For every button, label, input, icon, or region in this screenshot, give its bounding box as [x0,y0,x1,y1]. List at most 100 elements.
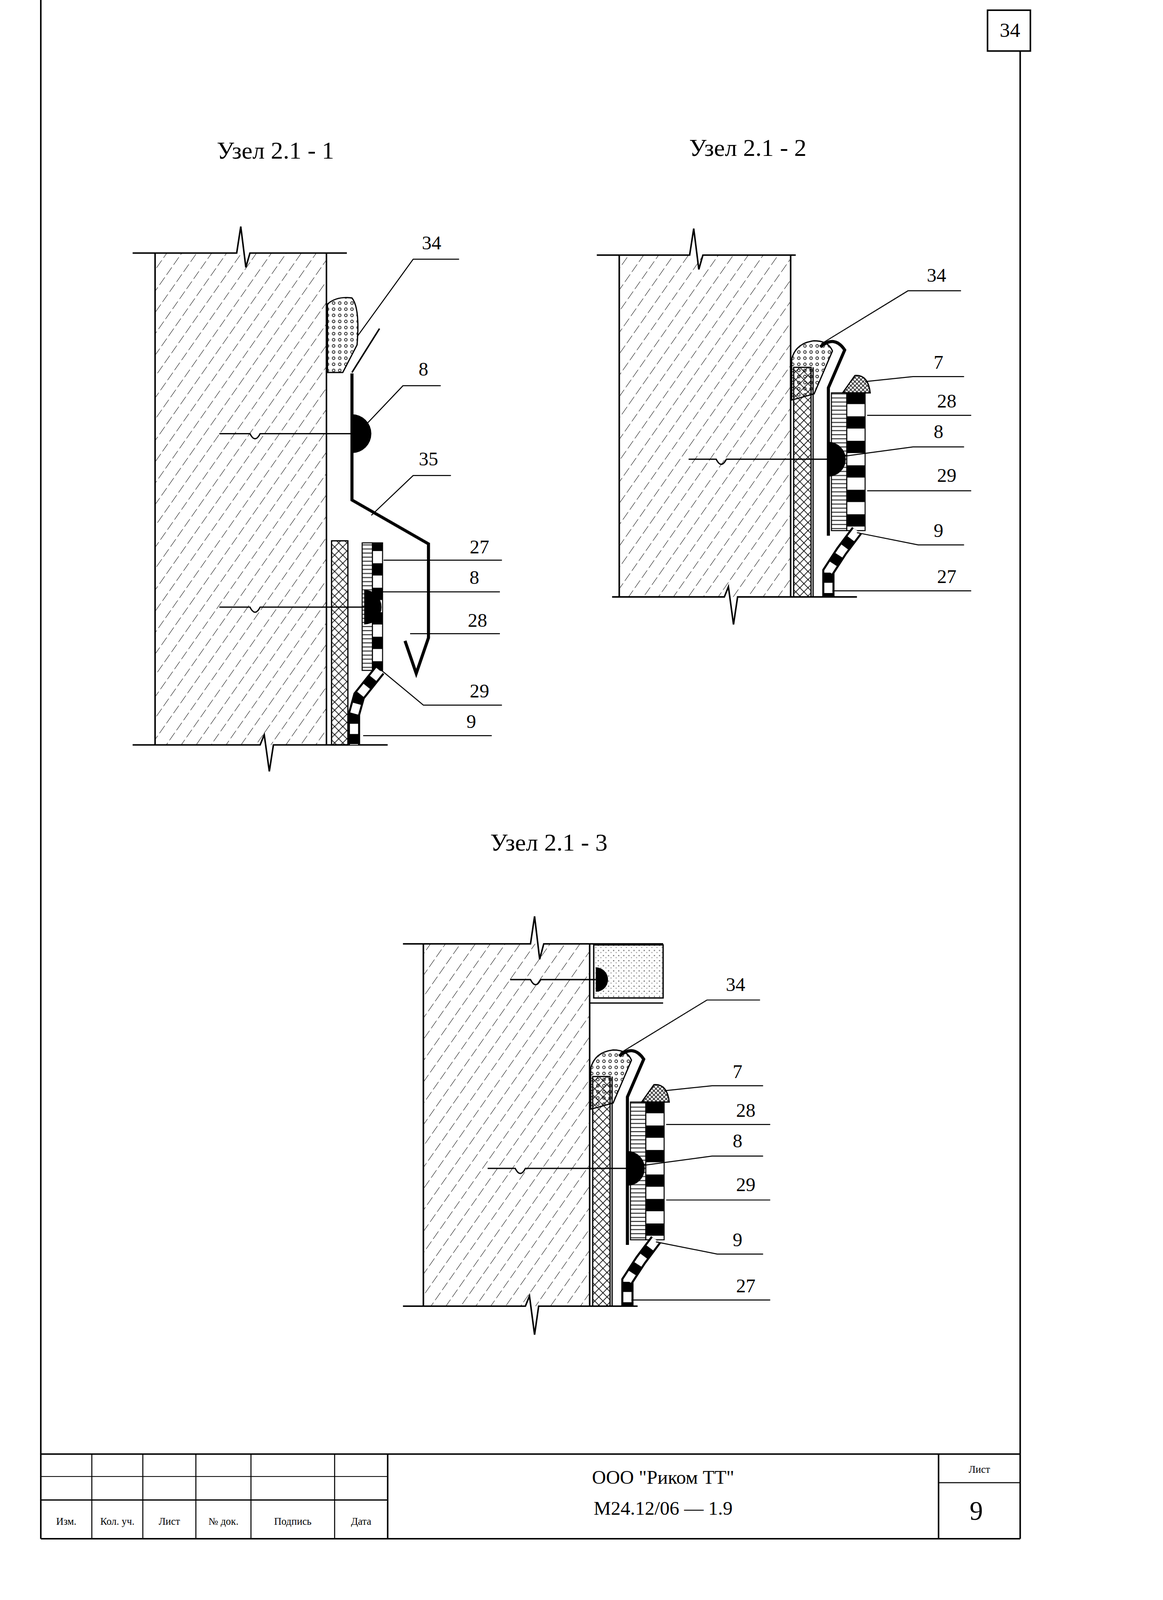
view-heading: Узел 2.1 - 2 [689,134,807,162]
view-heading: Узел 2.1 - 1 [216,137,335,165]
callout-number: 35 [418,448,439,470]
leader-line [832,590,972,592]
leader-line [856,532,964,546]
leader-line [383,559,503,561]
callout-number: 7 [933,351,944,373]
title-line [334,1453,335,1539]
company-name: ООО "Риком ТТ" [591,1466,735,1488]
sealant-bead [842,375,870,393]
title-line [142,1453,144,1539]
callout-number: 29 [469,679,490,702]
wall-edge [789,255,792,597]
callout-number: 29 [936,464,957,487]
callout-number: 9 [933,519,944,542]
leader-line [371,475,452,515]
wall-edge [154,252,156,745]
insulation-strip [331,540,349,745]
callout-number: 8 [469,566,479,589]
seal-assembly [688,290,972,597]
title-line [41,1475,388,1477]
page-number: 34 [999,19,1021,42]
title-line [195,1453,197,1539]
stamp-label: Изм. [56,1515,77,1527]
leader-line [410,632,500,634]
wall-edge [588,943,591,1307]
page-number-box [987,10,1031,52]
callout-number: 27 [469,535,490,558]
callout-number: 8 [418,358,428,381]
detail-two [596,228,972,625]
sealant [327,297,359,373]
callout-number: 27 [735,1274,756,1297]
membrane [354,670,380,745]
title-line [250,1453,252,1539]
leader-line [357,259,460,337]
leader-line [364,385,441,427]
title-line [937,1453,940,1539]
stamp-label: Лист [968,1463,991,1475]
sheet-frame [41,0,1031,1539]
sheet-number: 9 [969,1496,983,1526]
stamp-label: Лист [158,1515,181,1527]
document-code: М24.12/06 — 1.9 [593,1497,733,1519]
title-line [386,1453,389,1539]
anchor-screw [509,979,596,985]
frame-line [40,0,42,1539]
membrane [354,670,380,745]
membrane [828,530,858,597]
backing-plate [812,367,814,597]
callout-number: 27 [936,565,957,587]
callout-number: 34 [421,231,442,254]
stamp-label: Подпись [273,1515,312,1527]
leader-line [844,446,965,456]
foam-block [593,944,664,998]
leader-line [381,591,500,592]
break-line [612,586,857,625]
title-line [938,1481,1021,1483]
leader-line [867,414,972,416]
frame-line [41,1537,1021,1539]
detail-one [132,226,502,772]
callout-number: 29 [735,1173,756,1196]
leader-line [867,490,972,492]
stamp-label: Дата [350,1515,372,1527]
concrete-wall [423,943,590,1307]
leader-line [821,290,962,344]
callout-number: 8 [732,1129,743,1152]
membrane-layer [846,392,865,531]
callout-number: 28 [467,609,488,632]
drip-edge [589,1002,664,1004]
title-line [41,1452,1021,1455]
callout-number: 28 [936,390,957,412]
wall-edge [422,943,424,1307]
leader-line [375,665,503,706]
callout-number: 34 [725,973,746,996]
membrane [828,530,858,597]
anchor-screw [219,433,352,439]
wall-edge [618,255,620,597]
concrete-wall [154,252,327,745]
callout-number: 34 [926,264,947,287]
frame-line [1019,51,1021,1539]
screw-head [595,967,608,992]
title-line [41,1498,388,1501]
title-line [91,1453,93,1539]
break-line [596,228,797,270]
callout-number: 8 [933,421,944,443]
concrete-wall [619,255,791,597]
title-block [41,1453,1021,1539]
stamp-label: Кол. уч. [100,1515,135,1527]
break-line [132,226,347,268]
anchor-screw [688,458,829,464]
callout-number: 7 [732,1060,743,1082]
screw-head [351,414,372,453]
screw-head [364,589,382,625]
screw-head [828,441,846,477]
stamp-label: № док. [208,1515,239,1527]
leader-line [363,735,492,736]
insulation-strip [793,367,812,597]
detail-three [402,915,771,1335]
